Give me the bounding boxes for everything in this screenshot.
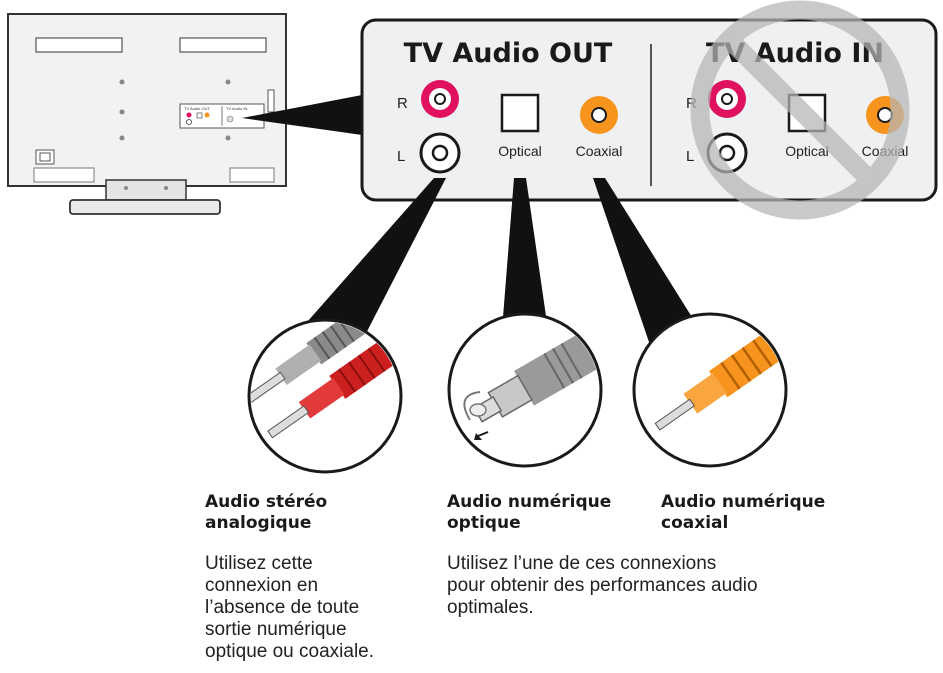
out-optical-port (500, 93, 540, 133)
digital-description-line: pour obtenir des performances audio (447, 575, 758, 596)
out-coaxial-label: Coaxial (576, 143, 623, 159)
digital-description: Utilisez l’une de ces connexions pour ob… (447, 553, 758, 619)
stereo-description: Utilisez cette connexion en l’absence de… (205, 553, 374, 663)
in-red-jack (708, 80, 746, 118)
prohibited-icon (690, 0, 910, 220)
stereo-description-line: optique ou coaxiale. (205, 641, 375, 662)
analog-stereo-plug-illustration (247, 318, 403, 474)
panel-out-title: TV Audio OUT (404, 38, 613, 69)
callout-wedges (300, 178, 700, 345)
out-white-jack (419, 132, 461, 174)
callout-pointer (242, 95, 362, 135)
out-l-label: L (397, 148, 405, 165)
digital-description-line: optimales. (447, 597, 534, 618)
coaxial-heading: Audio numérique coaxial (661, 492, 825, 534)
tv-back-illustration: TV Audio OUT TV Audio IN (7, 13, 287, 215)
stereo-description-line: connexion en (205, 575, 319, 596)
audio-jack-panel: TV Audio OUT TV Audio IN R L Optical Coa… (360, 18, 938, 202)
stereo-description-line: l’absence de toute (205, 597, 360, 618)
stereo-heading-line1: Audio stéréo (205, 492, 328, 512)
stereo-description-line: sortie numérique (205, 619, 347, 640)
coaxial-heading-line2: coaxial (661, 513, 729, 533)
optical-plug-illustration (447, 312, 603, 468)
out-red-jack (421, 80, 459, 118)
in-l-label: L (686, 148, 694, 165)
stereo-heading: Audio stéréo analogique (205, 492, 327, 534)
optical-heading: Audio numérique optique (447, 492, 611, 534)
in-optical-label: Optical (785, 143, 829, 159)
coaxial-plug-illustration (632, 312, 788, 468)
out-r-label: R (397, 95, 408, 112)
stereo-heading-line2: analogique (205, 513, 312, 533)
coaxial-heading-line1: Audio numérique (661, 492, 826, 512)
out-optical-label: Optical (498, 143, 542, 159)
mini-out-title: TV Audio OUT (184, 106, 210, 111)
out-coaxial-jack (580, 96, 618, 134)
optical-heading-line2: optique (447, 513, 521, 533)
stereo-description-line: Utilisez cette (205, 553, 313, 574)
mini-in-title: TV Audio IN (226, 106, 247, 111)
optical-heading-line1: Audio numérique (447, 492, 612, 512)
digital-description-line: Utilisez l’une de ces connexions (447, 553, 717, 574)
